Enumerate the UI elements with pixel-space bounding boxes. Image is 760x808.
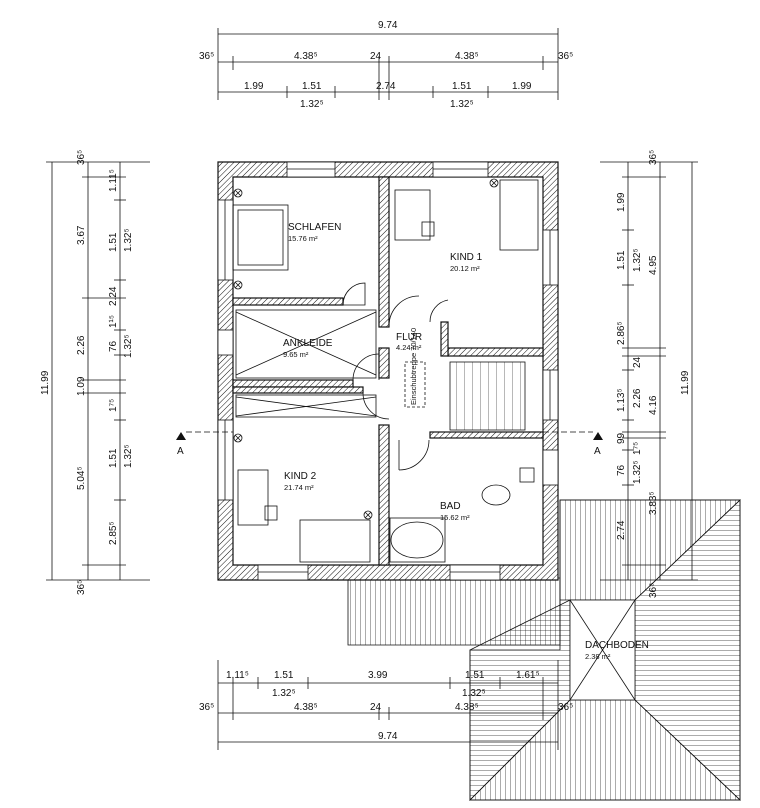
dim-left-col3-4: 76 <box>108 340 119 352</box>
section-marker-left: A <box>177 446 184 457</box>
dim-left-col2-0: 36⁵ <box>76 150 87 165</box>
dim-right-total: 11.99 <box>680 370 691 395</box>
dim-left-col3-sub-0: 1.32⁵ <box>123 228 134 252</box>
room-name-ankleide: ANKLEIDE <box>283 338 333 349</box>
room-area-dachboden: 2.38 m² <box>585 652 611 661</box>
door-swings <box>342 282 449 471</box>
dim-bottom-total: 9.74 <box>378 731 398 742</box>
room-name-dachboden: DACHBODEN <box>585 640 649 651</box>
dim-right-col3-3: 24 <box>632 356 643 368</box>
room-area-kind1: 20.12 m² <box>450 264 480 273</box>
dim-bottom-row1-sub-0: 1.32⁵ <box>272 688 296 699</box>
dim-left-col2-2: 2.26 <box>76 335 87 355</box>
dim-top-row3-3: 1.51 <box>452 81 472 92</box>
dim-left-col2-1: 3.67 <box>76 225 87 245</box>
dim-top-row3-sub-1: 1.32⁵ <box>450 99 474 110</box>
stair-label: Einschubtreppe 70/140 <box>409 328 418 405</box>
roof-hatching <box>347 499 741 801</box>
furniture <box>232 179 539 563</box>
dim-left-col3-6: 1.51 <box>108 448 119 468</box>
dim-left-col3-5: 1⁷⁵ <box>108 399 119 412</box>
dim-bottom-row1-0: 1.11⁵ <box>226 670 249 681</box>
dim-left-col3-7: 2.85⁵ <box>108 521 119 545</box>
dim-top-row2-0: 36⁵ <box>199 51 214 62</box>
dim-right-col2-4: 36⁵ <box>648 583 659 598</box>
dim-left-col2-3: 1.09 <box>76 376 87 396</box>
dim-right-col3-7: 1⁷⁵ <box>632 442 643 455</box>
dim-right-col3-8: 76 <box>616 464 627 476</box>
dimension-labels: 9.74 36⁵ 4.38⁵ 24 4.38⁵ 36⁵ 1.99 1.51 2.… <box>40 20 691 742</box>
dim-bottom-row1-4: 1.61⁵ <box>516 670 540 681</box>
dim-left-col3-sub-1: 1.32⁵ <box>123 334 134 358</box>
room-name-kind1: KIND 1 <box>450 252 483 263</box>
dim-right-col3-9: 2.74 <box>616 520 627 540</box>
dim-left-col3-0: 1.11⁵ <box>108 169 119 192</box>
dim-bottom-row2-1: 4.38⁵ <box>294 702 318 713</box>
dim-right-col2-3: 3.83⁵ <box>648 491 659 515</box>
room-name-bad: BAD <box>440 501 461 512</box>
dim-bottom-row1-3: 1.51 <box>465 670 485 681</box>
dim-left-col3-1: 1.51 <box>108 232 119 252</box>
room-area-flur: 4.24 m² <box>396 343 422 352</box>
dim-bottom-row2-2: 24 <box>370 702 382 713</box>
dim-bottom-row2-3: 4.38⁵ <box>455 702 479 713</box>
ceiling-light-icons <box>233 178 499 520</box>
dim-left-col3-2: 2.24 <box>108 286 119 306</box>
dim-left-col3-sub-2: 1.32⁵ <box>123 444 134 468</box>
dim-right-col3-0: 1.99 <box>616 192 627 212</box>
dim-right-col3-6: 99 <box>616 432 627 444</box>
dim-left-total: 11.99 <box>40 370 51 395</box>
room-name-flur: FLUR <box>396 332 422 343</box>
dim-bottom-row1-2: 3.99 <box>368 670 388 681</box>
dim-bottom-row1-1: 1.51 <box>274 670 294 681</box>
dim-top-row2-2: 24 <box>370 51 382 62</box>
dim-right-col3-2: 2.86⁵ <box>616 321 627 345</box>
room-name-kind2: KIND 2 <box>284 471 317 482</box>
dim-right-col3-1: 1.51 <box>616 250 627 270</box>
dim-left-col2-4: 5.04⁵ <box>76 466 87 490</box>
dim-top-row3-sub-0: 1.32⁵ <box>300 99 324 110</box>
section-markers: A A <box>176 431 603 457</box>
dim-top-row3-0: 1.99 <box>244 81 264 92</box>
room-name-schlafen: SCHLAFEN <box>288 222 341 233</box>
dim-top-row3-4: 1.99 <box>512 81 532 92</box>
dim-right-col3-sub-1: 1.32⁵ <box>632 460 643 484</box>
dim-top-row3-1: 1.51 <box>302 81 322 92</box>
room-area-bad: 15.62 m² <box>440 513 470 522</box>
dim-left-col2-5: 36⁵ <box>76 580 87 595</box>
dim-top-row2-1: 4.38⁵ <box>294 51 318 62</box>
dim-top-row3-2: 2.74 <box>376 81 396 92</box>
room-area-schlafen: 15.76 m² <box>288 234 318 243</box>
room-area-ankleide: 9.65 m² <box>283 350 309 359</box>
dim-left-col3-3: 1¹⁵ <box>108 315 119 328</box>
section-marker-right: A <box>594 446 601 457</box>
dim-right-col3-4: 1.13⁵ <box>616 388 627 412</box>
dim-top-row2-3: 4.38⁵ <box>455 51 479 62</box>
dim-top-total: 9.74 <box>378 20 398 31</box>
dim-right-col3-sub-0: 1.32⁵ <box>632 248 643 272</box>
dim-right-col2-0: 36⁵ <box>648 150 659 165</box>
dim-right-col2-1: 4.95 <box>648 255 659 275</box>
dim-top-row2-4: 36⁵ <box>558 51 573 62</box>
room-area-kind2: 21.74 m² <box>284 483 314 492</box>
room-labels: SCHLAFEN 15.76 m² KIND 1 20.12 m² ANKLEI… <box>283 222 649 661</box>
dim-right-col2-2: 4.16 <box>648 395 659 415</box>
dimension-lines <box>46 28 698 750</box>
dim-right-col3-5: 2.26 <box>632 388 643 408</box>
dim-bottom-row2-4: 36⁵ <box>558 702 573 713</box>
windows <box>217 161 559 581</box>
dim-bottom-row1-sub-1: 1.32⁵ <box>462 688 486 699</box>
dim-bottom-row2-0: 36⁵ <box>199 702 214 713</box>
